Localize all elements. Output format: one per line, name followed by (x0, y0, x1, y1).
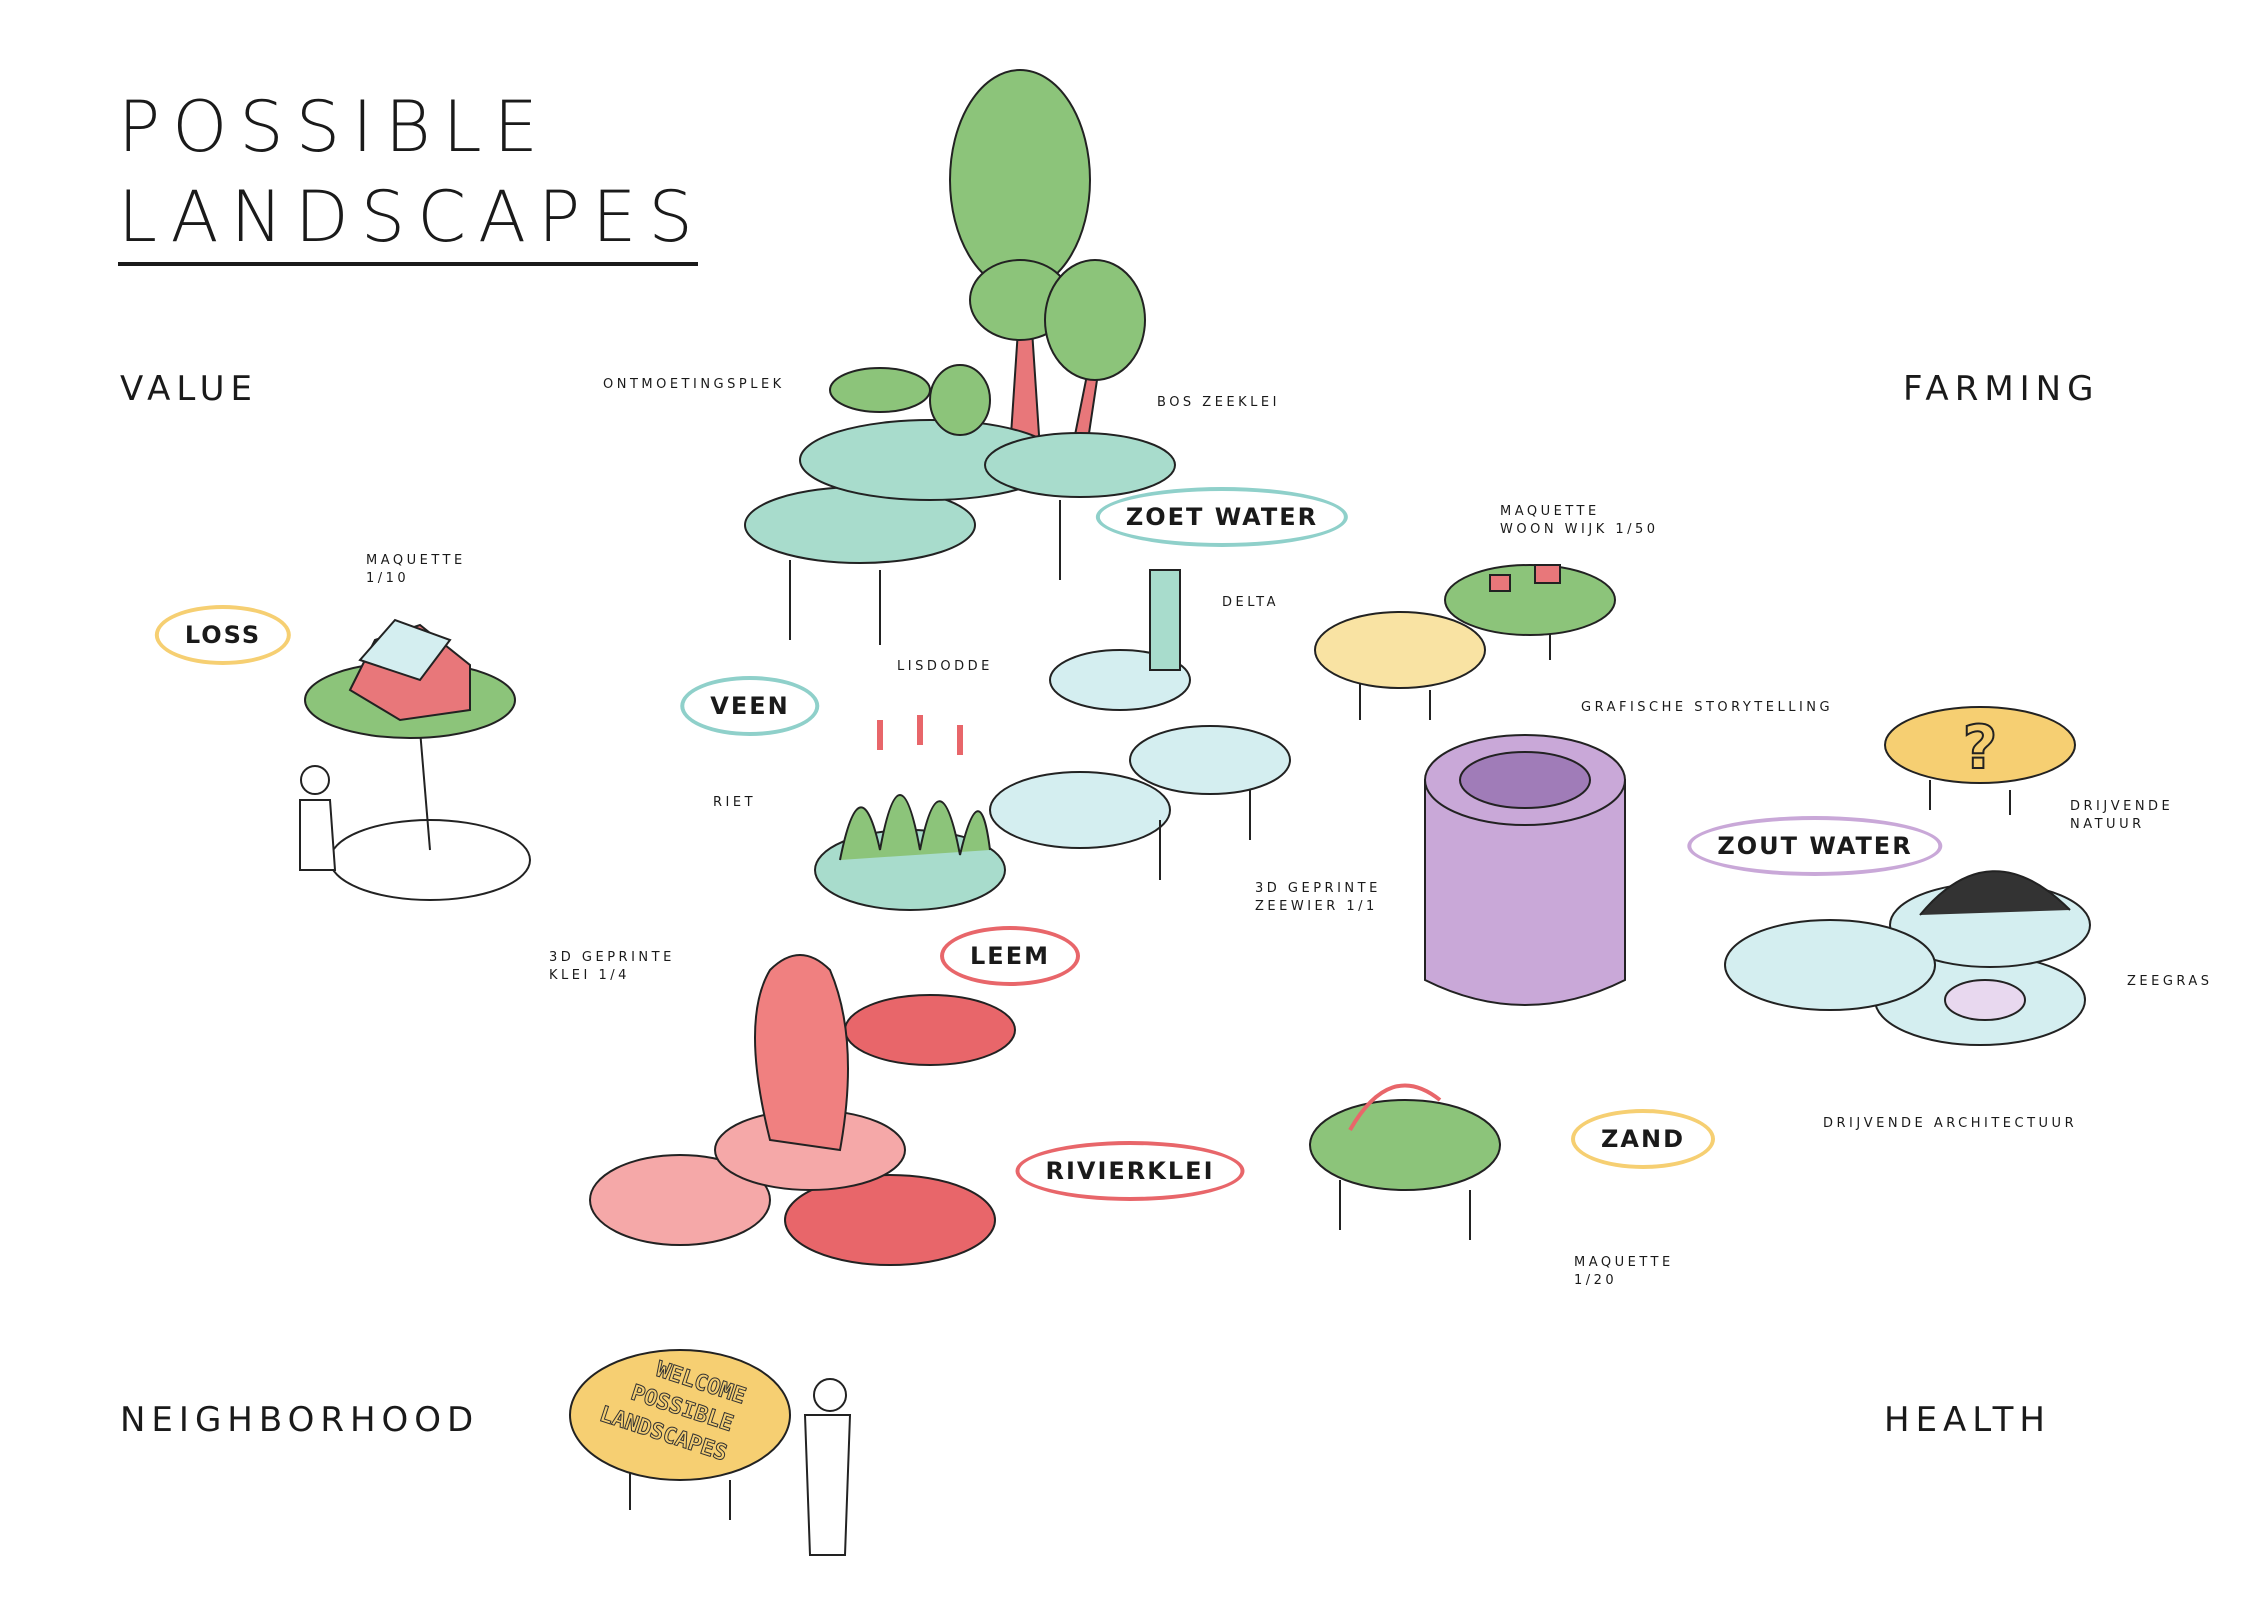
bubble-veen: VEEN (680, 676, 820, 736)
zoet-water-tables (989, 569, 1291, 880)
label-maquette-woonwijk: MAQUETTE WOON WIJK 1/50 (1500, 504, 1659, 537)
label-drijvende-architectuur: DRIJVENDE ARCHITECTUUR (1823, 1116, 2078, 1131)
title-underline (118, 262, 698, 266)
title-line-1: POSSIBLE (118, 86, 550, 168)
label-maquette-1-10: MAQUETTE 1/10 (366, 553, 466, 586)
zeewier-cylinder (1424, 734, 1626, 1006)
label-ontmoetingsplek: ONTMOETINGSPLEK (603, 377, 785, 392)
welcome-table: WELCOME POSSIBLE LANDSCAPES (569, 1349, 852, 1556)
theme-farming: FARMING (1903, 369, 2100, 409)
theme-health: HEALTH (1884, 1400, 2051, 1440)
bubble-zout-water: ZOUT WATER (1687, 816, 1943, 876)
label-bos-zeeklei: BOS ZEEKLEI (1157, 395, 1280, 410)
question-mark: ? (1963, 713, 1998, 783)
clay-tables (589, 954, 1016, 1266)
label-lisdodde: LISDODDE (897, 659, 993, 674)
zand-maquette (1309, 1083, 1501, 1240)
label-riet: RIET (713, 795, 757, 810)
label-maquette-1-20: MAQUETTE 1/20 (1574, 1255, 1674, 1288)
bubble-zand: ZAND (1571, 1109, 1715, 1169)
label-zeewier: 3D GEPRINTE ZEEWIER 1/1 (1255, 881, 1381, 914)
bubble-zoet-water: ZOET WATER (1095, 487, 1349, 547)
label-drijvende-natuur: DRIJVENDE NATUUR (2070, 799, 2174, 832)
bubble-rivierklei: RIVIERKLEI (1015, 1141, 1245, 1201)
title-line-2: LANDSCAPES (118, 176, 705, 258)
theme-value: VALUE (120, 369, 258, 409)
zout-water-tables (1724, 870, 2091, 1046)
veen-table (814, 715, 1006, 911)
bubble-leem: LEEM (940, 926, 1080, 986)
label-grafische-storytelling: GRAFISCHE STORYTELLING (1581, 700, 1834, 715)
theme-neighborhood: NEIGHBORHOOD (120, 1400, 480, 1440)
storytelling-tables (1314, 564, 1616, 720)
label-klei: 3D GEPRINTE KLEI 1/4 (549, 950, 675, 983)
bubble-loss: LOSS (154, 605, 292, 665)
label-zeegras: ZEEGRAS (2127, 974, 2213, 989)
question-table: ? (1884, 706, 2076, 815)
label-delta: DELTA (1222, 595, 1280, 610)
loss-maquette (299, 618, 531, 901)
ontmoetingsplek-tables (744, 364, 1176, 645)
tree-illustration (949, 69, 1146, 461)
